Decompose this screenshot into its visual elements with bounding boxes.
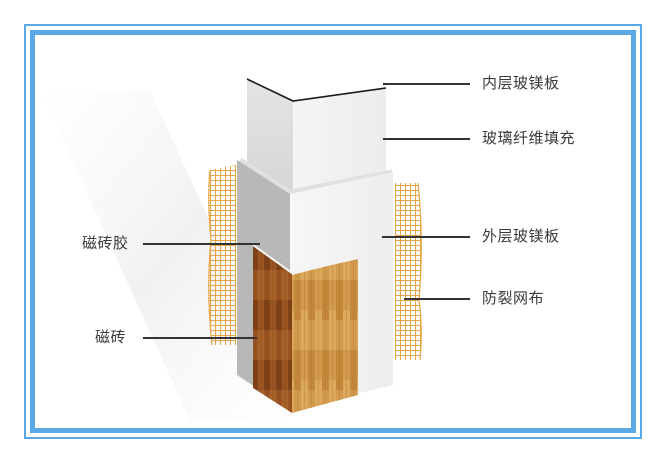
right-mesh-cloth — [395, 182, 422, 361]
left-mesh-cloth — [208, 165, 236, 346]
leader-tile-adhesive — [143, 243, 260, 245]
leader-glass-fiber-fill — [383, 138, 470, 140]
label-tile-adhesive: 磁砖胶 — [82, 234, 129, 252]
inner-board-shape — [246, 78, 387, 192]
leader-crack-mesh — [404, 298, 470, 300]
leader-inner-board — [383, 83, 470, 85]
label-glass-fiber-fill: 玻璃纤维填充 — [482, 129, 576, 147]
glass-fiber-fill-edge — [238, 157, 393, 195]
label-inner-board: 内层玻镁板 — [482, 74, 560, 92]
leader-outer-board — [382, 236, 470, 238]
label-crack-mesh: 防裂网布 — [482, 289, 545, 307]
label-tile: 磁砖 — [95, 328, 127, 346]
leader-tile — [143, 337, 257, 339]
wood-tile-shape — [252, 244, 359, 413]
outer-frame-border — [24, 24, 642, 439]
label-outer-board: 外层玻镁板 — [482, 227, 560, 245]
